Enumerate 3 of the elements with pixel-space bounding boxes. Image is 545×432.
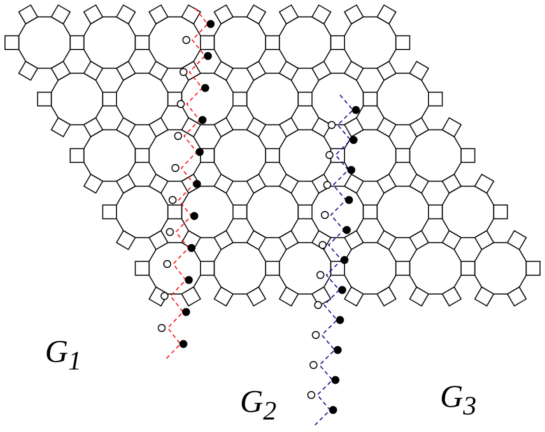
graph-label: G$_{1}$ xyxy=(45,335,82,374)
graph-label: G$_{3}$ xyxy=(440,380,476,420)
graph-label: G$_{2}$ xyxy=(240,385,276,424)
